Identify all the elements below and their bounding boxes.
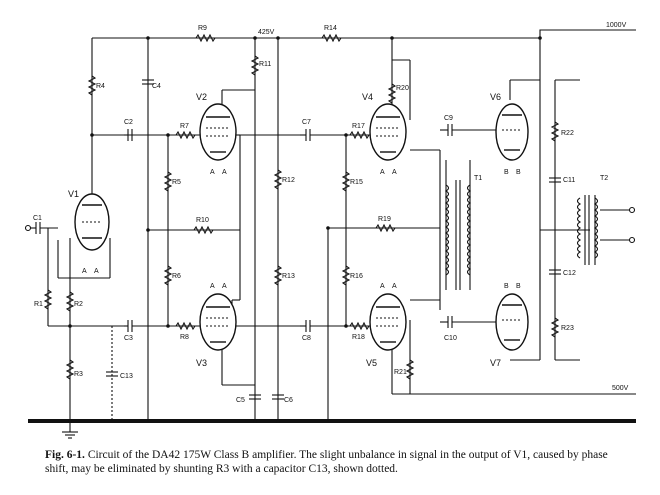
tube-label-v5: V5: [366, 358, 377, 368]
heater-label: A: [380, 169, 385, 176]
tube-label-v4: V4: [362, 92, 373, 102]
heater-label: A: [392, 169, 397, 176]
resistor-label-r6: R6: [172, 273, 181, 280]
heater-label: A: [210, 169, 215, 176]
tube-v4: [369, 103, 407, 161]
resistor-label-r20: R20: [396, 85, 409, 92]
heater-label: A: [222, 169, 227, 176]
caption-text: Circuit of the DA42 175W Class B amplifi…: [45, 449, 608, 475]
heater-label: A: [222, 283, 227, 290]
capacitor-label-c10: C10: [444, 335, 457, 342]
rail-label-1000v: 1000V: [606, 22, 627, 29]
tube-v3: [199, 293, 237, 351]
figure-caption: Fig. 6-1. Circuit of the DA42 175W Class…: [45, 448, 630, 476]
resistor-label-r12: R12: [282, 177, 295, 184]
heater-label: B: [504, 283, 509, 290]
resistor-label-r23: R23: [561, 325, 574, 332]
capacitor-label-c5: C5: [236, 397, 245, 404]
resistor-label-r18: R18: [352, 334, 365, 341]
tube-label-v6: V6: [490, 92, 501, 102]
resistor-label-r4: R4: [96, 83, 105, 90]
tube-v6: [495, 103, 529, 161]
capacitor-label-c7: C7: [302, 119, 311, 126]
capacitor-label-c13: C13: [120, 373, 133, 380]
circuit-schematic: 425V 1000V 500V V1 V2 V3 V4 V5 V6 V7 A A…: [24, 22, 636, 439]
tube-v7: [495, 293, 529, 351]
capacitor-label-c6: C6: [284, 397, 293, 404]
resistor-label-r3: R3: [74, 371, 83, 378]
transformer-label-t2: T2: [600, 175, 608, 182]
heater-label: A: [392, 283, 397, 290]
resistor-label-r17: R17: [352, 123, 365, 130]
resistor-label-r7: R7: [180, 123, 189, 130]
capacitor-label-c2: C2: [124, 119, 133, 126]
heater-label: B: [504, 169, 509, 176]
rail-label-500v: 500V: [612, 385, 629, 392]
heater-label: A: [82, 268, 87, 275]
resistor-label-r2: R2: [74, 301, 83, 308]
capacitor-label-c11: C11: [563, 177, 575, 184]
tube-label-v1: V1: [68, 189, 79, 199]
tube-label-v3: V3: [196, 358, 207, 368]
capacitor-label-c9: C9: [444, 115, 453, 122]
tube-v2: [199, 103, 237, 161]
capacitor-symbols: [106, 79, 561, 400]
resistor-label-r1: R1: [34, 301, 43, 308]
output-terminal-2: [628, 236, 636, 244]
resistor-label-r21: R21: [394, 369, 407, 376]
capacitor-label-c8: C8: [302, 335, 311, 342]
heater-label: B: [516, 283, 521, 290]
resistor-label-r9: R9: [198, 25, 207, 32]
tube-v5: [369, 293, 407, 351]
resistor-symbols: [43, 33, 560, 380]
resistor-label-r13: R13: [282, 273, 295, 280]
capacitor-label-c3: C3: [124, 335, 133, 342]
transformer-t1: [444, 180, 472, 290]
output-terminal-1: [628, 206, 636, 214]
capacitor-label-c12: C12: [563, 270, 576, 277]
junction-dots: [68, 36, 542, 423]
heater-label: A: [210, 283, 215, 290]
tube-label-v2: V2: [196, 92, 207, 102]
heater-label: A: [380, 283, 385, 290]
tube-v1: [74, 193, 110, 251]
resistor-label-r5: R5: [172, 179, 181, 186]
rail-label-425v: 425V: [258, 29, 275, 36]
resistor-label-r22: R22: [561, 130, 574, 137]
input-terminal: [24, 224, 32, 232]
resistor-label-r19: R19: [378, 216, 391, 223]
transformer-label-t1: T1: [474, 175, 482, 182]
resistor-label-r8: R8: [180, 334, 189, 341]
transformer-t2: [576, 195, 599, 265]
resistor-label-r10: R10: [196, 217, 209, 224]
capacitor-label-c4: C4: [152, 83, 161, 90]
heater-label: A: [94, 268, 99, 275]
resistor-label-r11: R11: [259, 61, 271, 68]
tube-label-v7: V7: [490, 358, 501, 368]
resistor-label-r14: R14: [324, 25, 337, 32]
capacitor-label-c1: C1: [33, 215, 42, 222]
resistor-label-r15: R15: [350, 179, 363, 186]
heater-label: B: [516, 169, 521, 176]
figure-label: Fig. 6-1.: [45, 449, 85, 461]
ground-symbol: [62, 421, 78, 439]
resistor-label-r16: R16: [350, 273, 363, 280]
